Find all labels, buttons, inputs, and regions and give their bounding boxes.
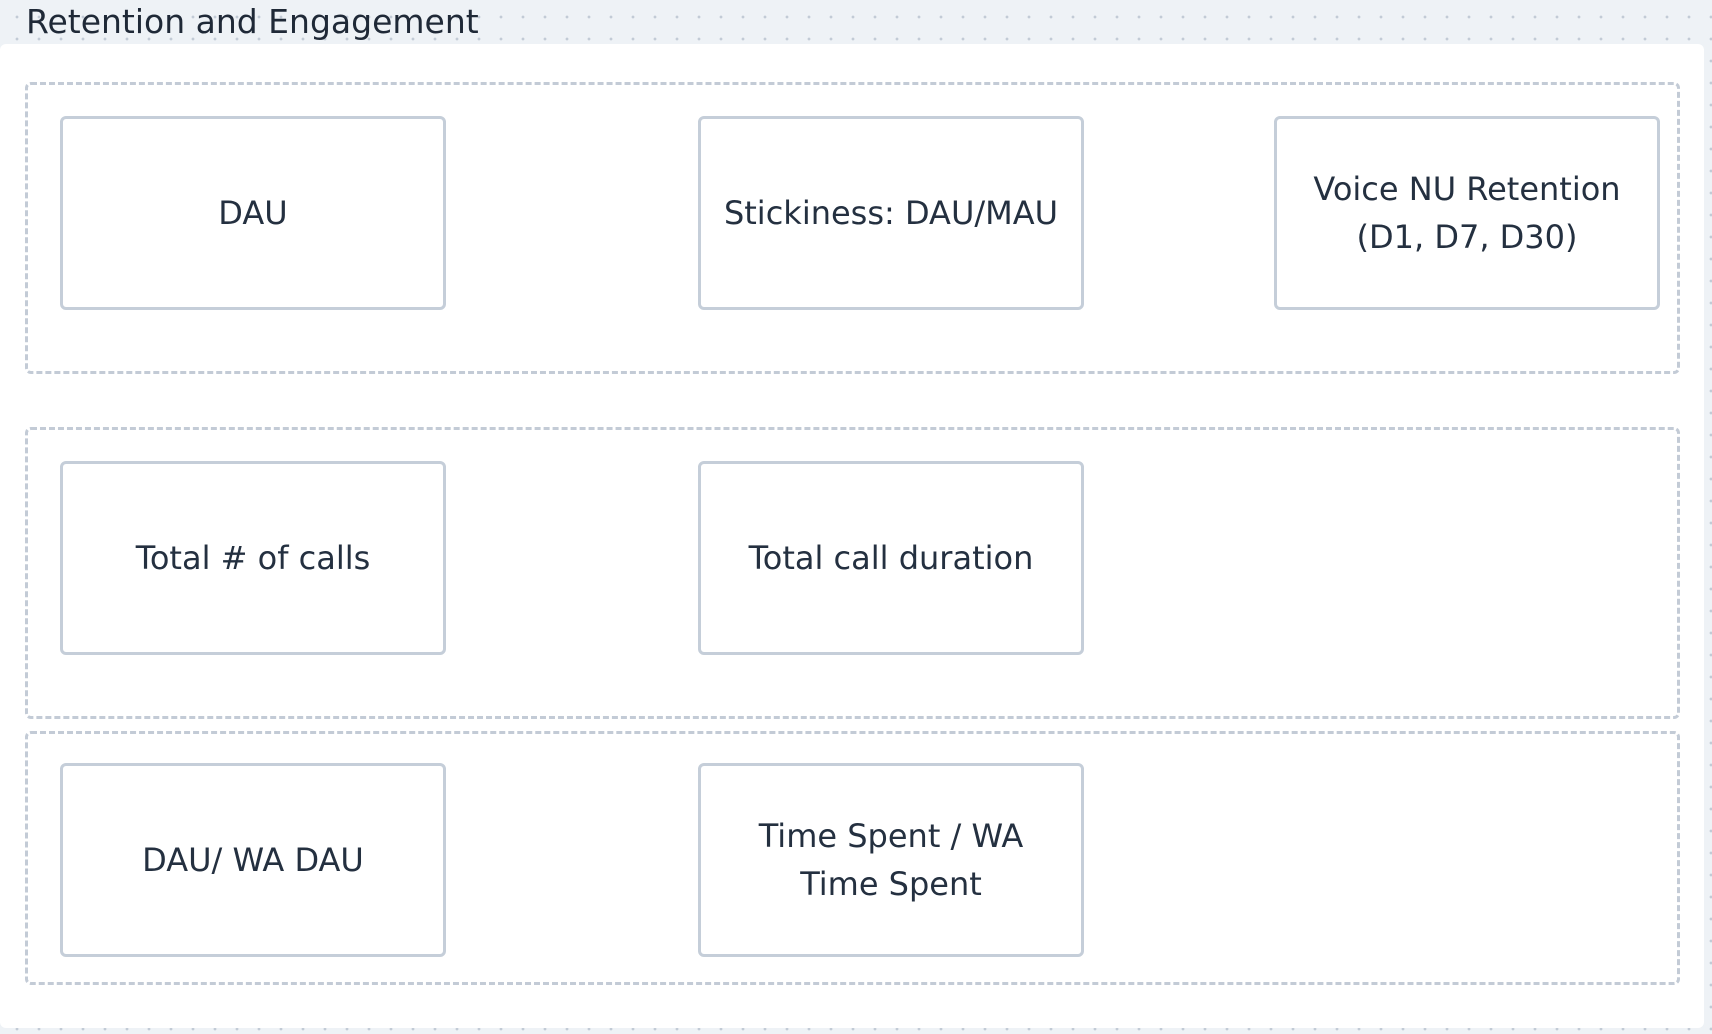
card-total-call-duration[interactable]: Total call duration bbox=[698, 461, 1084, 655]
card-stickiness[interactable]: Stickiness: DAU/MAU bbox=[698, 116, 1084, 310]
metric-group-2: Total # of calls Total call duration bbox=[25, 427, 1680, 719]
card-voice-nu-retention[interactable]: Voice NU Retention (D1, D7, D30) bbox=[1274, 116, 1660, 310]
card-label: Stickiness: DAU/MAU bbox=[723, 194, 1059, 232]
card-dau-wa-dau[interactable]: DAU/ WA DAU bbox=[60, 763, 446, 957]
card-label: Total # of calls bbox=[135, 539, 371, 577]
metric-group-1: DAU Stickiness: DAU/MAU Voice NU Retenti… bbox=[25, 82, 1680, 374]
card-label: DAU bbox=[218, 194, 288, 232]
card-dau[interactable]: DAU bbox=[60, 116, 446, 310]
metric-group-3: DAU/ WA DAU Time Spent / WA Time Spent bbox=[25, 731, 1680, 985]
card-label: Total call duration bbox=[748, 539, 1034, 577]
card-label: Time Spent / WA Time Spent bbox=[758, 817, 1024, 903]
diagram-canvas: DAU Stickiness: DAU/MAU Voice NU Retenti… bbox=[0, 44, 1704, 1028]
card-label: DAU/ WA DAU bbox=[142, 841, 364, 879]
card-time-spent[interactable]: Time Spent / WA Time Spent bbox=[698, 763, 1084, 957]
card-total-calls[interactable]: Total # of calls bbox=[60, 461, 446, 655]
section-title: Retention and Engagement bbox=[26, 2, 479, 41]
card-label: Voice NU Retention (D1, D7, D30) bbox=[1313, 170, 1621, 256]
